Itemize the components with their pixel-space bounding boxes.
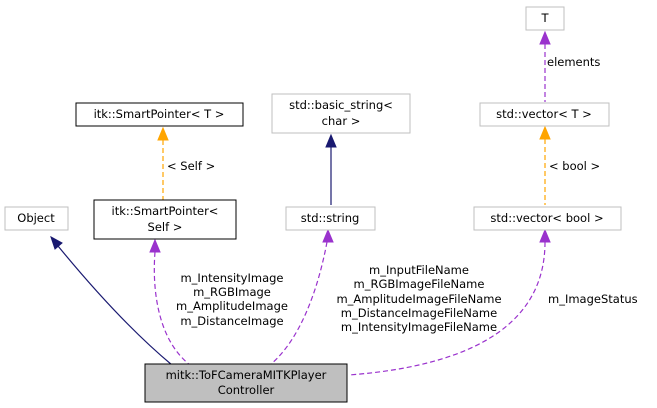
- edge-label-line: < Self >: [167, 159, 215, 173]
- node-controller[interactable]: mitk::ToFCameraMITKPlayer Controller: [144, 363, 348, 403]
- arrowhead-smartpointer-self: [149, 238, 161, 253]
- edge-label-line: m_DistanceImage: [180, 314, 283, 328]
- arrowhead-object: [50, 235, 63, 250]
- node-std-string[interactable]: std::string: [285, 206, 376, 231]
- node-std-vector-bool[interactable]: std::vector< bool >: [473, 206, 622, 231]
- edge-label-line: m_DistanceImageFileName: [341, 306, 497, 320]
- edge-label-line: m_ImageStatus: [548, 292, 638, 306]
- node-object[interactable]: Object: [4, 206, 69, 231]
- node-label: std::vector< T >: [496, 107, 592, 121]
- node-label-line-1: mitk::ToFCameraMITKPlayer: [166, 368, 327, 382]
- node-std-basic-string[interactable]: std::basic_string< char >: [271, 93, 411, 134]
- edge-object-to-controller: [57, 245, 173, 366]
- edge-label-line: m_AmplitudeImage: [176, 299, 288, 313]
- edge-vector-bool-to-controller: [348, 241, 546, 376]
- arrowhead-t: [539, 30, 551, 45]
- edge-label-line: < bool >: [549, 159, 600, 173]
- edge-label-line: m_RGBImageFileName: [354, 277, 485, 291]
- label-self: < Self >: [167, 159, 215, 173]
- edge-string-to-controller: [269, 241, 328, 366]
- node-label-line-2: Self >: [148, 220, 183, 234]
- arrowhead-vector-bool: [539, 228, 551, 243]
- node-label: std::vector< bool >: [490, 211, 603, 225]
- node-label: std::string: [301, 211, 360, 225]
- node-itk-smartpointer-self[interactable]: itk::SmartPointer< Self >: [93, 199, 237, 240]
- edge-label-line: m_InputFileName: [369, 263, 469, 277]
- node-label-line-1: itk::SmartPointer<: [112, 204, 219, 218]
- node-label: T: [540, 11, 549, 25]
- label-bool: < bool >: [549, 159, 600, 173]
- node-label-line-2: Controller: [218, 383, 275, 397]
- node-std-vector-t[interactable]: std::vector< T >: [479, 102, 610, 127]
- edge-label-line: m_AmplitudeImageFileName: [336, 292, 501, 306]
- edge-label-line: elements: [547, 55, 600, 69]
- node-label-line-2: char >: [322, 114, 361, 128]
- node-t[interactable]: T: [525, 6, 565, 31]
- node-itk-smartpointer-t[interactable]: itk::SmartPointer< T >: [75, 102, 244, 127]
- edge-label-line: m_RGBImage: [193, 285, 271, 299]
- arrowhead-vector-t: [539, 125, 551, 140]
- arrowhead-basic-string: [325, 133, 337, 148]
- node-label: itk::SmartPointer< T >: [94, 107, 225, 121]
- label-images: m_IntensityImage m_RGBImage m_AmplitudeI…: [176, 271, 288, 328]
- edge-label-line: m_IntensityImage: [180, 271, 283, 285]
- node-label: Object: [17, 211, 55, 225]
- arrowhead-string: [322, 228, 334, 243]
- edge-label-line: m_IntensityImageFileName: [341, 320, 497, 334]
- label-status: m_ImageStatus: [548, 292, 638, 306]
- node-label-line-1: std::basic_string<: [289, 98, 393, 112]
- label-elements: elements: [547, 55, 600, 69]
- label-filenames: m_InputFileName m_RGBImageFileName m_Amp…: [336, 263, 501, 334]
- arrowhead-smartpointer-t: [157, 126, 169, 141]
